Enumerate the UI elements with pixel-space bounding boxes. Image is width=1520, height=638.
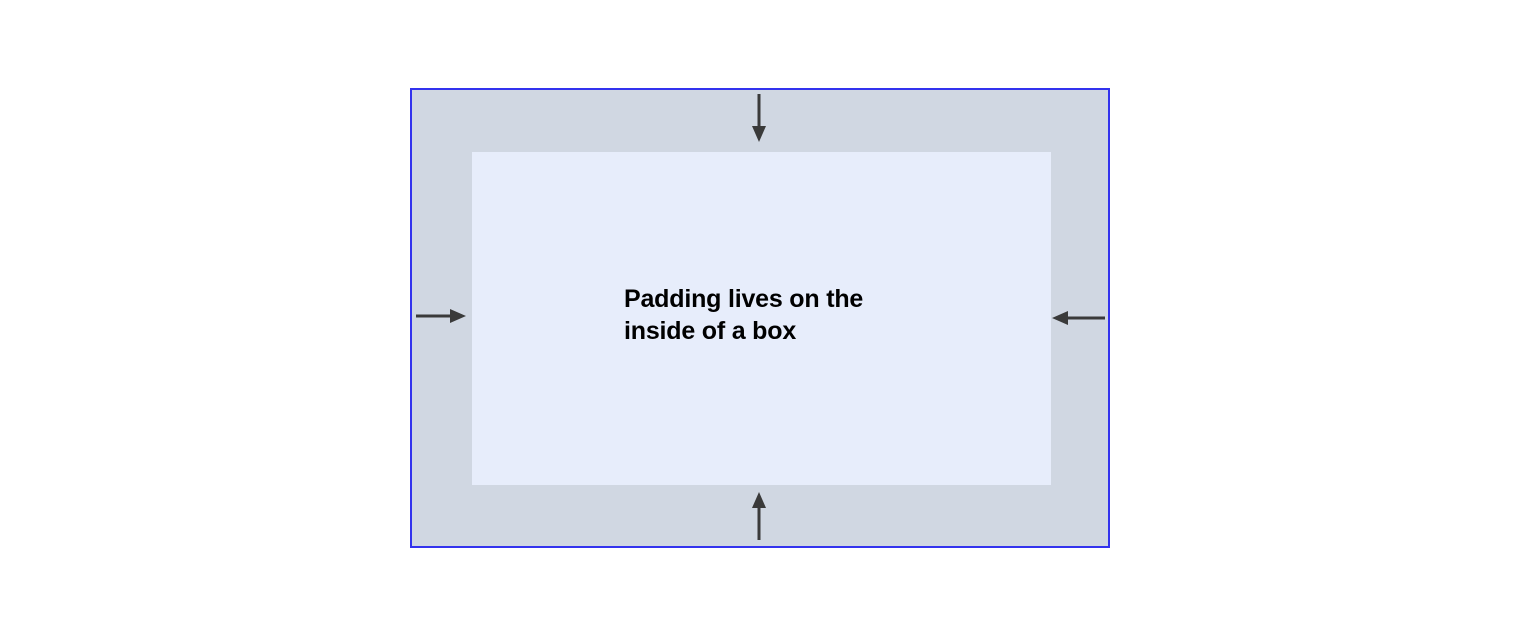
padding-box bbox=[410, 88, 1110, 548]
arrow-up-bottom-icon bbox=[752, 492, 766, 540]
arrow-left-right-icon bbox=[1052, 311, 1105, 325]
arrow-down-top-icon bbox=[752, 94, 766, 142]
padding-description-label: Padding lives on the inside of a box bbox=[624, 285, 864, 345]
content-box bbox=[472, 152, 1051, 485]
arrow-right-left-icon bbox=[416, 309, 466, 323]
